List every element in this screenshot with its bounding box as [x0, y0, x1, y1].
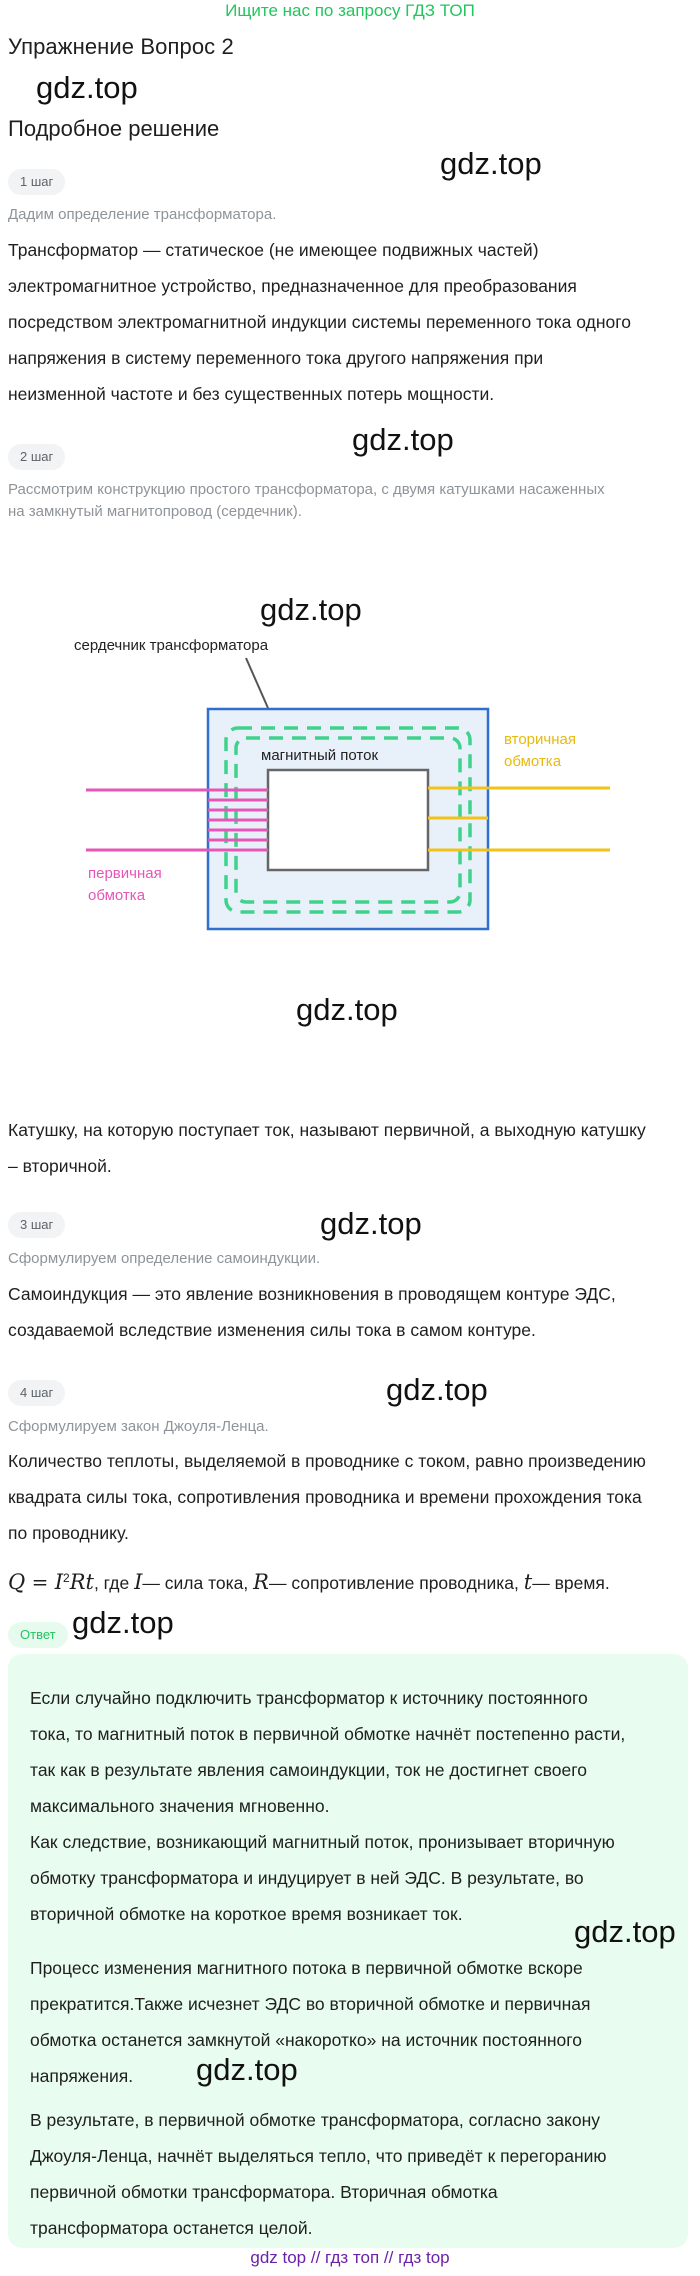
watermark: gdz.top: [386, 1372, 488, 1407]
page-title: Упражнение Вопрос 2: [8, 34, 234, 59]
answer-paragraph: Если случайно подключить трансформатор к…: [30, 1688, 626, 1816]
section-heading: Подробное решение: [8, 116, 220, 141]
step-badge: 4 шаг: [8, 1380, 66, 1406]
transformer-diagram: сердечник трансформатора магнитный поток…: [74, 637, 610, 931]
footer-link[interactable]: гдз топ: [325, 2248, 380, 2267]
step-intro: Дадим определение трансформатора.: [8, 206, 277, 223]
step-intro: Сформулируем определение самоиндукции.: [8, 1250, 321, 1267]
footer-link[interactable]: гдз top: [398, 2248, 450, 2267]
step-text: Количество теплоты, выделяемой в проводн…: [8, 1451, 646, 1543]
primary-winding: [86, 788, 268, 852]
secondary-label: вторичная: [504, 731, 576, 748]
watermark: gdz.top: [296, 992, 398, 1027]
watermark: gdz.top: [440, 146, 542, 181]
core-window: [266, 768, 430, 872]
answer-paragraph: Процесс изменения магнитного потока в пе…: [30, 1958, 591, 2086]
primary-label: первичная: [88, 865, 162, 882]
secondary-winding: [428, 786, 610, 852]
step-intro: Сформулируем закон Джоуля-Ленца.: [8, 1418, 269, 1435]
footer-links: gdz top // гдз топ // гдз top: [0, 2248, 700, 2268]
watermark: gdz.top: [196, 2052, 298, 2087]
primary-label: обмотка: [88, 887, 146, 904]
answer-paragraph: В результате, в первичной обмотке трансф…: [30, 2110, 607, 2238]
joule-lenz-formula: Q = I2Rt, где I— сила тока, R— сопротивл…: [8, 1569, 610, 1594]
top-search-banner[interactable]: Ищите нас по запросу ГДЗ ТОП: [225, 1, 475, 20]
core-label: сердечник трансформатора: [74, 637, 269, 654]
coil-text: Катушку, на которую поступает ток, назыв…: [8, 1120, 646, 1176]
footer-link[interactable]: gdz top: [250, 2248, 307, 2267]
flux-label: магнитный поток: [261, 747, 378, 764]
step-badge: 2 шаг: [8, 444, 66, 470]
watermark: gdz.top: [72, 1605, 174, 1640]
watermark: gdz.top: [574, 1914, 676, 1949]
answer-paragraph: Как следствие, возникающий магнитный пот…: [30, 1832, 615, 1924]
answer-badge: Ответ: [8, 1622, 68, 1648]
watermark: gdz.top: [36, 70, 138, 105]
watermark: gdz.top: [352, 422, 454, 457]
step-text: Трансформатор — статическое (не имеющее …: [8, 240, 631, 404]
core-pointer: [245, 657, 269, 709]
answer-box: [8, 1654, 688, 2248]
footer-separator: //: [310, 2248, 321, 2267]
step-badge: 3 шаг: [8, 1212, 66, 1238]
step-badge: 1 шаг: [8, 169, 66, 195]
watermark: gdz.top: [320, 1206, 422, 1241]
footer-separator: //: [383, 2248, 394, 2267]
watermark: gdz.top: [260, 592, 362, 627]
step-intro: Рассмотрим конструкцию простого трансфор…: [8, 481, 605, 520]
secondary-label: обмотка: [504, 753, 562, 770]
step-text: Самоиндукция — это явление возникновения…: [8, 1284, 616, 1340]
